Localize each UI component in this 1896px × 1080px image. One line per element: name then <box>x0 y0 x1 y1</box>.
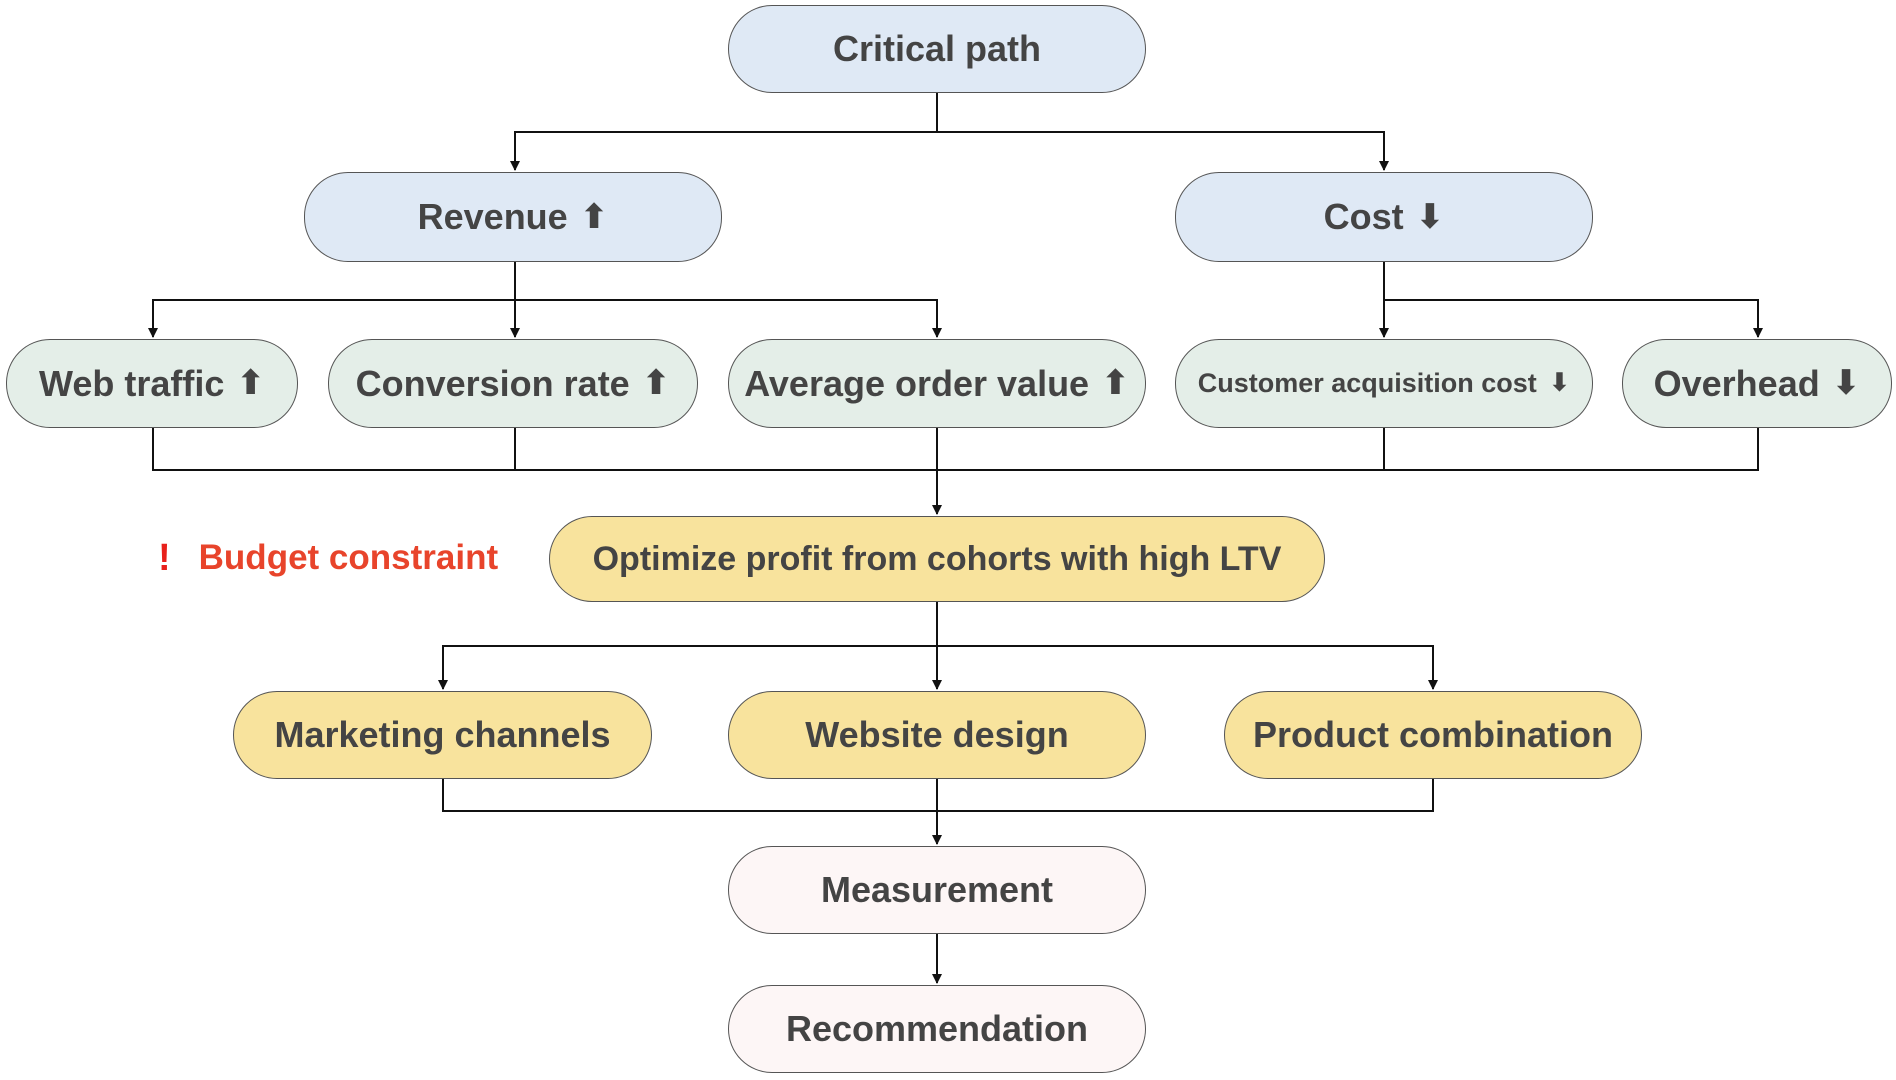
budget-constraint-label: Budget constraint <box>198 538 499 577</box>
arrow-down-icon: ⬇ <box>1831 364 1861 403</box>
critical-path-node: Critical path <box>728 5 1146 93</box>
connector-critical-to-cost <box>937 131 1389 171</box>
web-traffic-label: Web traffic <box>38 362 225 404</box>
customer-acquisition-cost-node: Customer acquisition cost ⬇ <box>1175 339 1593 428</box>
connector-revenue-to-web-traffic <box>148 262 516 338</box>
arrow-down-icon: ⬇ <box>1548 368 1571 397</box>
revenue-node: Revenue ⬆ <box>304 172 722 262</box>
overhead-label: Overhead <box>1653 362 1820 404</box>
conversion-rate-node: Conversion rate ⬆ <box>328 339 698 428</box>
customer-acquisition-cost-label: Customer acquisition cost <box>1197 368 1537 398</box>
optimize-profit-node: Optimize profit from cohorts with high L… <box>549 516 1325 602</box>
overhead-node: Overhead ⬇ <box>1622 339 1892 428</box>
arrow-down-icon: ⬇ <box>1415 197 1445 236</box>
product-combination-node: Product combination <box>1224 691 1642 779</box>
website-design-label: Website design <box>805 714 1069 755</box>
recommendation-label: Recommendation <box>785 1008 1089 1049</box>
marketing-channels-node: Marketing channels <box>233 691 652 779</box>
revenue-label: Revenue <box>417 196 568 237</box>
exclamation-icon: ! <box>158 536 171 579</box>
product-combination-label: Product combination <box>1253 714 1613 755</box>
connector-goal-to-product <box>937 645 1438 690</box>
arrow-up-icon: ⬆ <box>641 364 671 403</box>
arrow-up-icon: ⬆ <box>236 364 266 403</box>
measurement-node: Measurement <box>728 846 1146 934</box>
optimize-profit-label: Optimize profit from cohorts with high L… <box>592 539 1282 578</box>
arrow-up-icon: ⬆ <box>1101 364 1130 403</box>
conversion-rate-label: Conversion rate <box>355 362 630 404</box>
web-traffic-node: Web traffic ⬆ <box>6 339 298 428</box>
connector-cost-to-overhead <box>1384 299 1763 338</box>
connector-revenue-to-aov <box>515 299 942 338</box>
measurement-label: Measurement <box>820 869 1054 910</box>
marketing-channels-label: Marketing channels <box>274 714 611 755</box>
connector-goal-to-marketing <box>438 602 938 690</box>
website-design-node: Website design <box>728 691 1146 779</box>
connector-critical-to-revenue <box>510 93 938 171</box>
cost-node: Cost ⬇ <box>1175 172 1593 262</box>
average-order-value-label: Average order value <box>744 362 1090 404</box>
recommendation-node: Recommendation <box>728 985 1146 1073</box>
cost-label: Cost <box>1323 196 1404 237</box>
connector-drivers-merge <box>152 428 1759 471</box>
critical-path-label: Critical path <box>832 28 1042 69</box>
arrow-up-icon: ⬆ <box>579 197 609 236</box>
budget-constraint-note: ! Budget constraint <box>158 530 498 586</box>
average-order-value-node: Average order value ⬆ <box>728 339 1146 428</box>
